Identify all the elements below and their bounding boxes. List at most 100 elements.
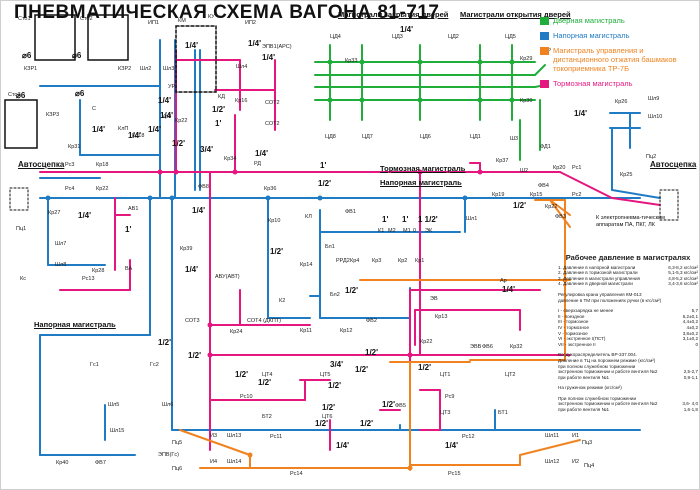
label-shl11: Шл11 (545, 433, 559, 439)
label-kr10: Кр10 (268, 218, 280, 224)
label-cd1: ЦД1 (470, 134, 481, 140)
vr-loaded-row-value: 3,6- 4,0 (682, 401, 698, 407)
junction-node (359, 97, 365, 103)
label-kr25: Кр25 (620, 172, 632, 178)
pipe-size-label: 1' (320, 161, 326, 170)
label-epvgc: ЭПВ(Гс) (158, 452, 179, 458)
pipe-size-label: 1/4' (78, 211, 91, 220)
junction-node (327, 59, 333, 65)
pipe-size-label: 1/2' (158, 338, 171, 347)
label-kr22c: Кр22 (96, 186, 108, 192)
km-position-row-value: 3,8±0,2 (682, 330, 698, 336)
label-shl14: Шл14 (227, 459, 241, 465)
door-close-label: Магистрали закрытия дверей (338, 10, 449, 19)
label-rc2: Рс2 (572, 192, 581, 198)
pressure-row-value: 6,3-8,2 кгс/см² (668, 264, 698, 270)
junction-node (407, 352, 413, 358)
label-shl15: Шл15 (110, 428, 124, 434)
label-kr14: Кр14 (300, 262, 312, 268)
pipe-size-label: 1/4' (160, 111, 173, 120)
label-fv6: ФВ6 (482, 344, 493, 350)
label-kr28: Кр28 (92, 268, 104, 274)
junction-node (169, 195, 175, 201)
vr-loaded-row-label: экстренном торможении и работе вентиля №… (558, 401, 658, 407)
pipe-size-label: 1/2' (365, 348, 378, 357)
junction-node (247, 452, 253, 458)
pipe-size-label: 1/2' (360, 419, 373, 428)
label-ct5: ЦТ5 (320, 372, 331, 378)
pressure-row-value: 3,4-3,6 кгс/см² (668, 281, 698, 287)
junction-node (359, 59, 365, 65)
label-o: 0 (413, 228, 416, 234)
vr-empty-row-value: 2,5-2,7 (683, 369, 698, 375)
label-kzr3: КЗР3 (46, 112, 59, 118)
pipe-size-label: 1' (382, 215, 388, 224)
label-gc1: Гс1 (90, 362, 99, 368)
label-shl3: Шл3 (163, 66, 174, 72)
label-ip1: ИП1 (148, 20, 159, 26)
label-i4: И4 (210, 459, 217, 465)
pipe-size-label: 1/4' (336, 441, 349, 450)
label-sto2: Сто2 (80, 16, 93, 22)
vr-empty-row-value: 0,9-1,1 (683, 374, 698, 380)
legend-label-door: Дверная магистраль (553, 16, 625, 25)
label-pc1: Пц1 (16, 226, 26, 232)
junction-node (509, 97, 515, 103)
label-kr39: Кр39 (180, 246, 192, 252)
pipe-size-label: 1' (402, 215, 408, 224)
label-bl2: Бл2 (330, 292, 340, 298)
label-sh2: Ш2 (520, 168, 528, 174)
label-ar: Ар (500, 278, 507, 284)
label-cd7: ЦД7 (362, 134, 373, 140)
label-kr27: Кр27 (48, 210, 60, 216)
legend-swatch-brake (540, 80, 549, 88)
junction-node (317, 195, 323, 201)
label-cd2: ЦД2 (448, 34, 459, 40)
vr-loaded-row-label: При полном служебном торможении (558, 395, 637, 401)
label-cd3: ЦД3 (392, 34, 403, 40)
pressure-row-value: 5,1-5,3 кгс/см² (668, 270, 698, 276)
label-kr22a: Кр22 (175, 118, 187, 124)
junction-nodes (45, 59, 568, 471)
junction-node (232, 169, 238, 175)
door-open-label: Магистрали открытия дверей (460, 10, 571, 19)
vr-loaded-row: При полном служебном торможении (558, 396, 698, 402)
label-ur: УР (168, 84, 175, 90)
label-rc14: Рс14 (290, 471, 303, 477)
label-kr22b: Кр22 (420, 339, 432, 345)
pipe-size-label: 1/4' (400, 25, 413, 34)
label-fv1: ФВ1 (345, 209, 356, 215)
km-position-row-value: 5,2±0,1 (682, 313, 698, 319)
vr-empty-row: экстренном торможении и работе вентиля №… (558, 369, 698, 375)
label-pc6: Пц6 (172, 466, 182, 472)
label-kr36: Кр36 (264, 186, 276, 192)
label-epv1: ЭПВ1(АРС) (262, 44, 292, 50)
legend-swatch-supply (540, 32, 549, 40)
label-ev: ЭВ (430, 296, 438, 302)
label-i1: И1 (572, 433, 579, 439)
label-kzr2: КЗР2 (118, 66, 131, 72)
pressure-row-label: 1. Давление в напорной магистрали (558, 264, 636, 270)
label-shl6: Шл6 (162, 402, 173, 408)
km-position-row-label: VI - экстренное I(ПСТ) (558, 336, 606, 342)
pipe-size-label: 1/4' (262, 53, 275, 62)
label-shl13: Шл13 (227, 433, 241, 439)
label-ct6: ЦТ6 (322, 414, 333, 420)
label-c: С (92, 106, 96, 112)
label-kr8: Кр8 (162, 114, 171, 120)
pipe-size-labels: 1/4'1/4'1/4'1/4'1/4'1/4'1/2'1'1/2'3/4'1/… (16, 25, 587, 450)
junction-node (462, 195, 468, 201)
pipe-size-label: 1/4' (148, 125, 161, 134)
label-kr15: Кр15 (530, 192, 542, 198)
junction-node (562, 277, 568, 283)
label-sot4: СОТ4 (ДКПТ) (247, 318, 281, 324)
vr-title: Воздухораспределитель ВР-337.004. (558, 352, 637, 358)
label-shl12: Шл12 (545, 459, 559, 465)
label-kd: КД (218, 94, 225, 100)
vr-loaded-row-label: при работе вентиля №1 (558, 407, 610, 413)
